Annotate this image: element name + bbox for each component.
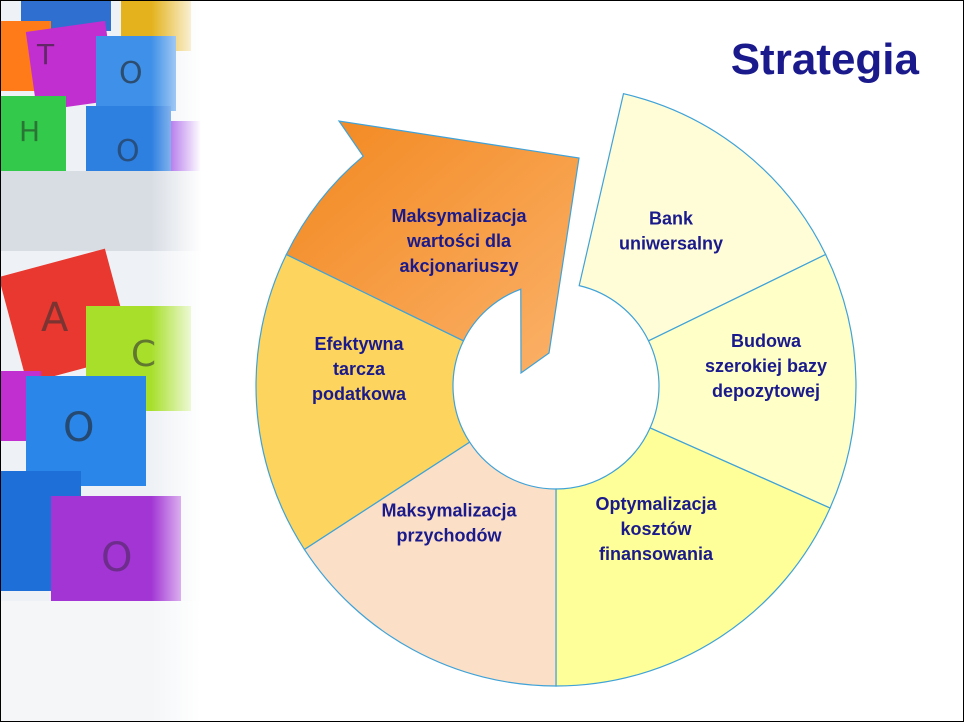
- segment-optymalizacja-kosztow: [555, 427, 831, 687]
- segment-budowa-bazy-depozytowej: [647, 253, 857, 509]
- segment-maksymalizacja-wartosci-arrow: [285, 120, 580, 375]
- segment-efektywna-tarcza: [255, 253, 471, 551]
- segment-bank-uniwersalny: [578, 92, 827, 342]
- toy-blocks-image: T O H O A C O O: [1, 1, 201, 721]
- segment-maksymalizacja-przychodow: [303, 441, 557, 687]
- page-title: Strategia: [730, 35, 919, 84]
